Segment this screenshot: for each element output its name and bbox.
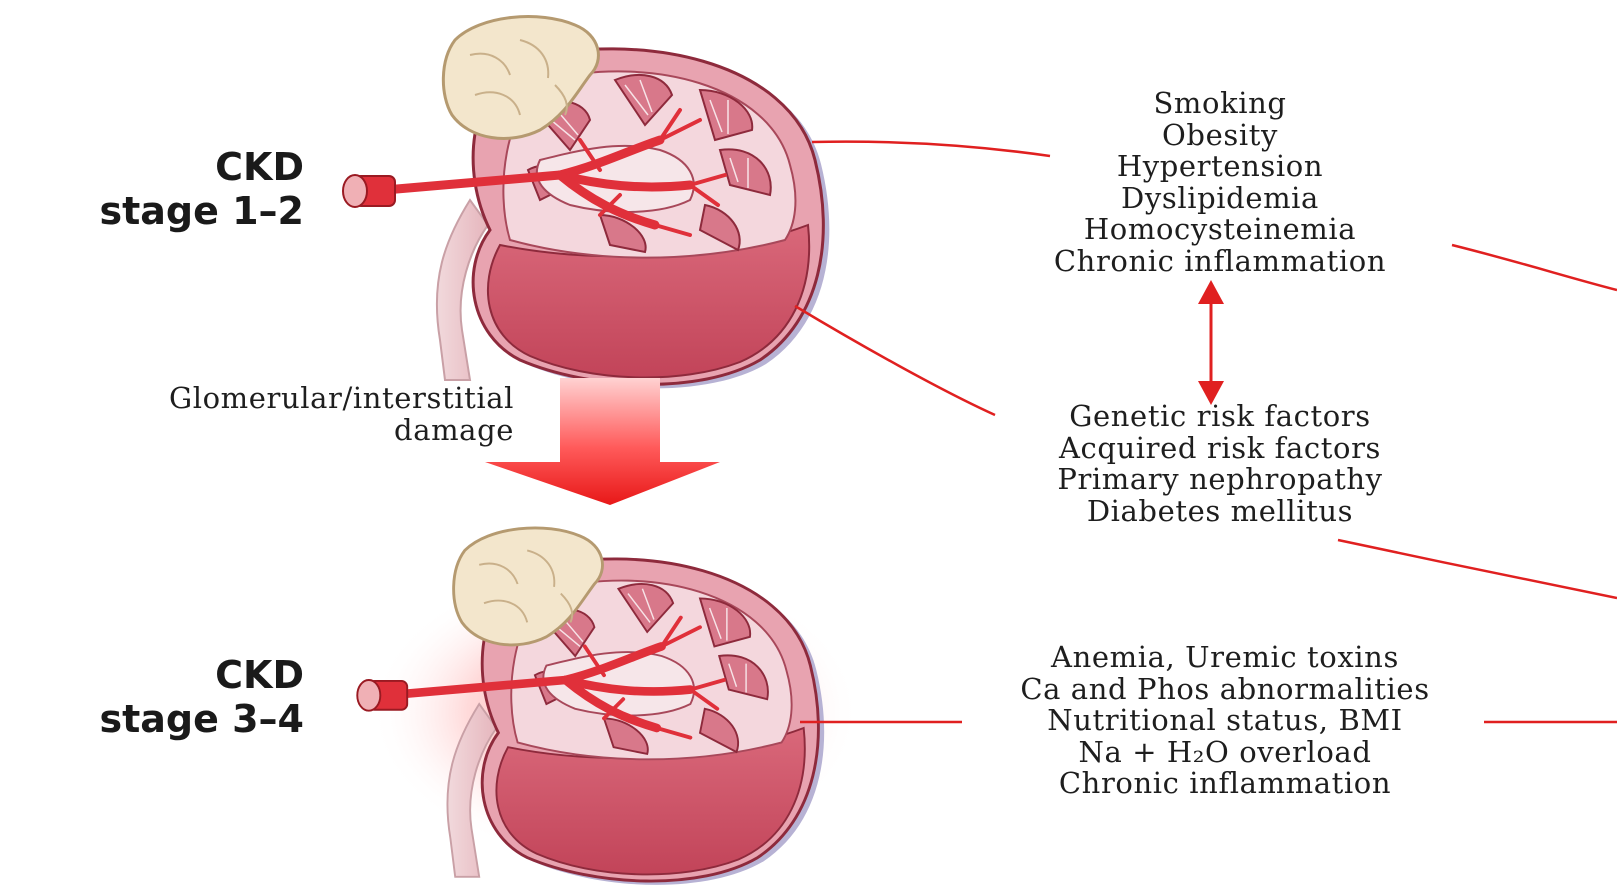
damage-label: Glomerular/interstitial damage [20,382,514,446]
stage-label-late: CKD stage 3–4 [14,653,304,741]
stage-label-early-line2: stage 1–2 [14,189,304,233]
risk-factor-item: Acquired risk factors [975,433,1465,465]
stage-label-late-line2: stage 3–4 [14,697,304,741]
damage-label-line2: damage [20,414,514,446]
lifestyle-factor-item: Homocysteinemia [960,214,1480,246]
lifestyle-factor-item: Hypertension [960,151,1480,183]
stage-label-early: CKD stage 1–2 [14,145,304,233]
connector-risk-to-edge [1338,540,1617,598]
late-factor-list: Anemia, Uremic toxins Ca and Phos abnorm… [915,642,1535,800]
kidney-stage-1-2-illustration [343,17,829,389]
late-factor-item: Chronic inflammation [915,768,1535,800]
risk-factor-item: Primary nephropathy [975,464,1465,496]
late-factor-item: Anemia, Uremic toxins [915,642,1535,674]
lifestyle-factor-item: Chronic inflammation [960,246,1480,278]
progression-arrow [485,378,720,505]
lifestyle-factor-item: Smoking [960,88,1480,120]
lifestyle-factor-item: Obesity [960,120,1480,152]
risk-factor-item: Genetic risk factors [975,401,1465,433]
stage-label-early-line1: CKD [14,145,304,189]
risk-factor-item: Diabetes mellitus [975,496,1465,528]
late-factor-item: Ca and Phos abnormalities [915,674,1535,706]
risk-factor-list: Genetic risk factors Acquired risk facto… [975,401,1465,527]
bidirectional-arrow [1198,280,1224,405]
late-factor-item: Na + H₂O overload [915,737,1535,769]
late-factor-item: Nutritional status, BMI [1039,705,1410,737]
damage-label-line1: Glomerular/interstitial [20,382,514,414]
stage-label-late-line1: CKD [14,653,304,697]
lifestyle-factor-list: Smoking Obesity Hypertension Dyslipidemi… [960,88,1480,277]
connector-kidney-to-risk [795,306,995,415]
lifestyle-factor-item: Dyslipidemia [960,183,1480,215]
